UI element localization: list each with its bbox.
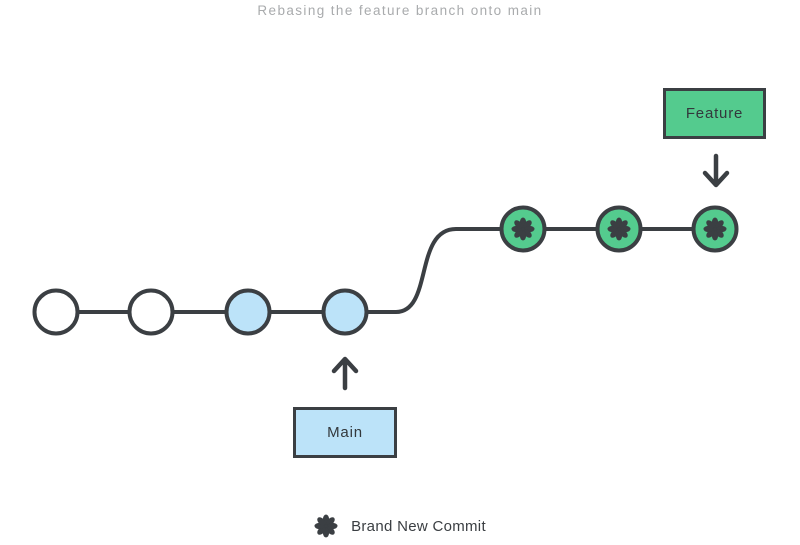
brand-new-commit-icon <box>703 217 727 241</box>
feature-branch-label: Feature <box>663 88 766 139</box>
commit-node-main-4 <box>321 288 369 336</box>
main-branch-label-text: Main <box>327 424 363 441</box>
diagram-title: Rebasing the feature branch onto main <box>257 3 543 18</box>
brand-new-commit-icon <box>314 514 338 538</box>
legend: Brand New Commit <box>0 514 800 538</box>
legend-label: Brand New Commit <box>351 517 486 535</box>
brand-new-commit-icon <box>607 217 631 241</box>
brand-new-commit-icon <box>511 217 535 241</box>
main-branch-label: Main <box>293 407 397 458</box>
main-up-arrow-icon <box>331 356 359 391</box>
feature-down-arrow-icon <box>702 153 730 188</box>
feature-branch-label-text: Feature <box>685 105 744 122</box>
branch-path <box>54 227 717 314</box>
commit-node-main-2 <box>127 288 175 336</box>
commit-node-main-1 <box>32 288 80 336</box>
commit-node-main-3 <box>224 288 272 336</box>
